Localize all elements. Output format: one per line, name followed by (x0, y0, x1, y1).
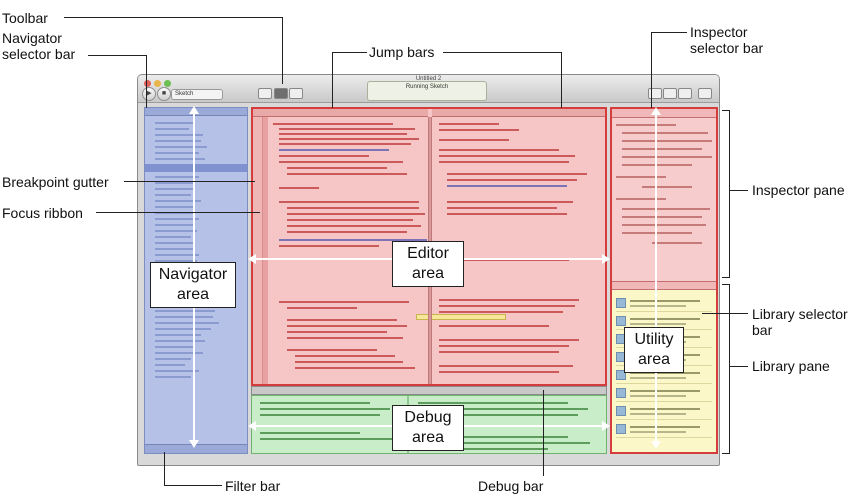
library-selector-bar-callout: Library selector bar (752, 306, 848, 338)
view-navigator-button[interactable] (648, 88, 662, 99)
view-debug-button[interactable] (663, 88, 677, 99)
arrow-head-icon (651, 441, 661, 449)
zoom-window-icon[interactable] (164, 80, 171, 87)
utility-extent-arrow (655, 113, 657, 443)
toolbar-leader (64, 17, 282, 18)
debug-area-label: Debug area (392, 405, 464, 451)
arrow-head-icon (602, 421, 610, 431)
navigator-selector-bar-callout: Navigator selector bar (2, 30, 76, 62)
utility-area (610, 107, 718, 454)
breakpoint-indicator (416, 314, 506, 320)
window-title: Untitled 2 (415, 76, 442, 82)
inspector-pane[interactable] (612, 118, 716, 281)
inspector-selector-bar[interactable] (612, 109, 716, 118)
inspector-selector-leader (651, 32, 687, 33)
run-button[interactable]: ▶ (142, 87, 156, 101)
inspector-pane-callout: Inspector pane (752, 182, 845, 198)
focus-ribbon-leader (96, 212, 260, 213)
standard-editor-button[interactable] (274, 88, 288, 99)
filter-bar-leader (164, 452, 165, 485)
stop-button[interactable]: ■ (157, 87, 171, 101)
jump-bars-leader (332, 52, 367, 53)
arrow-head-icon (248, 254, 256, 264)
utility-area-label: Utility area (624, 327, 684, 373)
minimize-window-icon[interactable] (154, 80, 161, 87)
assistant-editor-button[interactable] (289, 88, 303, 99)
close-window-icon[interactable] (144, 80, 151, 87)
library-pane[interactable] (612, 290, 716, 452)
arrow-head-icon (189, 440, 199, 448)
arrow-head-icon (248, 421, 256, 431)
debug-bar[interactable] (251, 386, 607, 395)
focus-ribbon-callout: Focus ribbon (2, 205, 83, 221)
debug-bar-callout: Debug bar (478, 478, 544, 494)
organizer-button[interactable] (698, 88, 712, 99)
activity-viewer: Running Sketch (367, 81, 487, 101)
xcode-workspace-window: Untitled 2 ▶ ■ Sketch Running Sketch (137, 74, 720, 466)
inspector-selector-bar-callout: Inspector selector bar (690, 24, 764, 56)
toolbar-callout: Toolbar (2, 10, 48, 26)
navigator-selector-leader (88, 55, 146, 56)
library-selector-bar[interactable] (612, 281, 716, 290)
selected-file-row[interactable] (145, 164, 247, 172)
library-pane-callout: Library pane (752, 358, 830, 374)
inspector-pane-bracket (722, 110, 730, 278)
editor-area-label: Editor area (392, 241, 464, 287)
scheme-popup[interactable]: Sketch (171, 89, 223, 100)
filter-bar-callout: Filter bar (225, 478, 281, 494)
library-selector-leader (702, 313, 748, 314)
breakpoint-gutter[interactable] (253, 117, 263, 384)
jump-bar-right[interactable] (432, 109, 605, 117)
arrow-head-icon (602, 254, 610, 264)
breakpoint-gutter-leader (124, 181, 255, 182)
arrow-head-icon (189, 106, 199, 114)
library-pane-bracket (722, 284, 730, 454)
toolbar-area: Untitled 2 ▶ ■ Sketch Running Sketch (138, 75, 719, 103)
focus-ribbon[interactable] (263, 117, 268, 384)
breakpoint-gutter-callout: Breakpoint gutter (2, 174, 109, 190)
activity-status: Running Sketch (405, 84, 449, 90)
view-utility-button[interactable] (678, 88, 692, 99)
debug-bar-leader (543, 390, 544, 476)
breakpoints-button[interactable] (258, 88, 272, 99)
jump-bars-callout: Jump bars (369, 44, 435, 60)
arrow-head-icon (651, 107, 661, 115)
navigator-area-label: Navigator area (150, 262, 236, 308)
jump-bar-left[interactable] (253, 109, 428, 117)
